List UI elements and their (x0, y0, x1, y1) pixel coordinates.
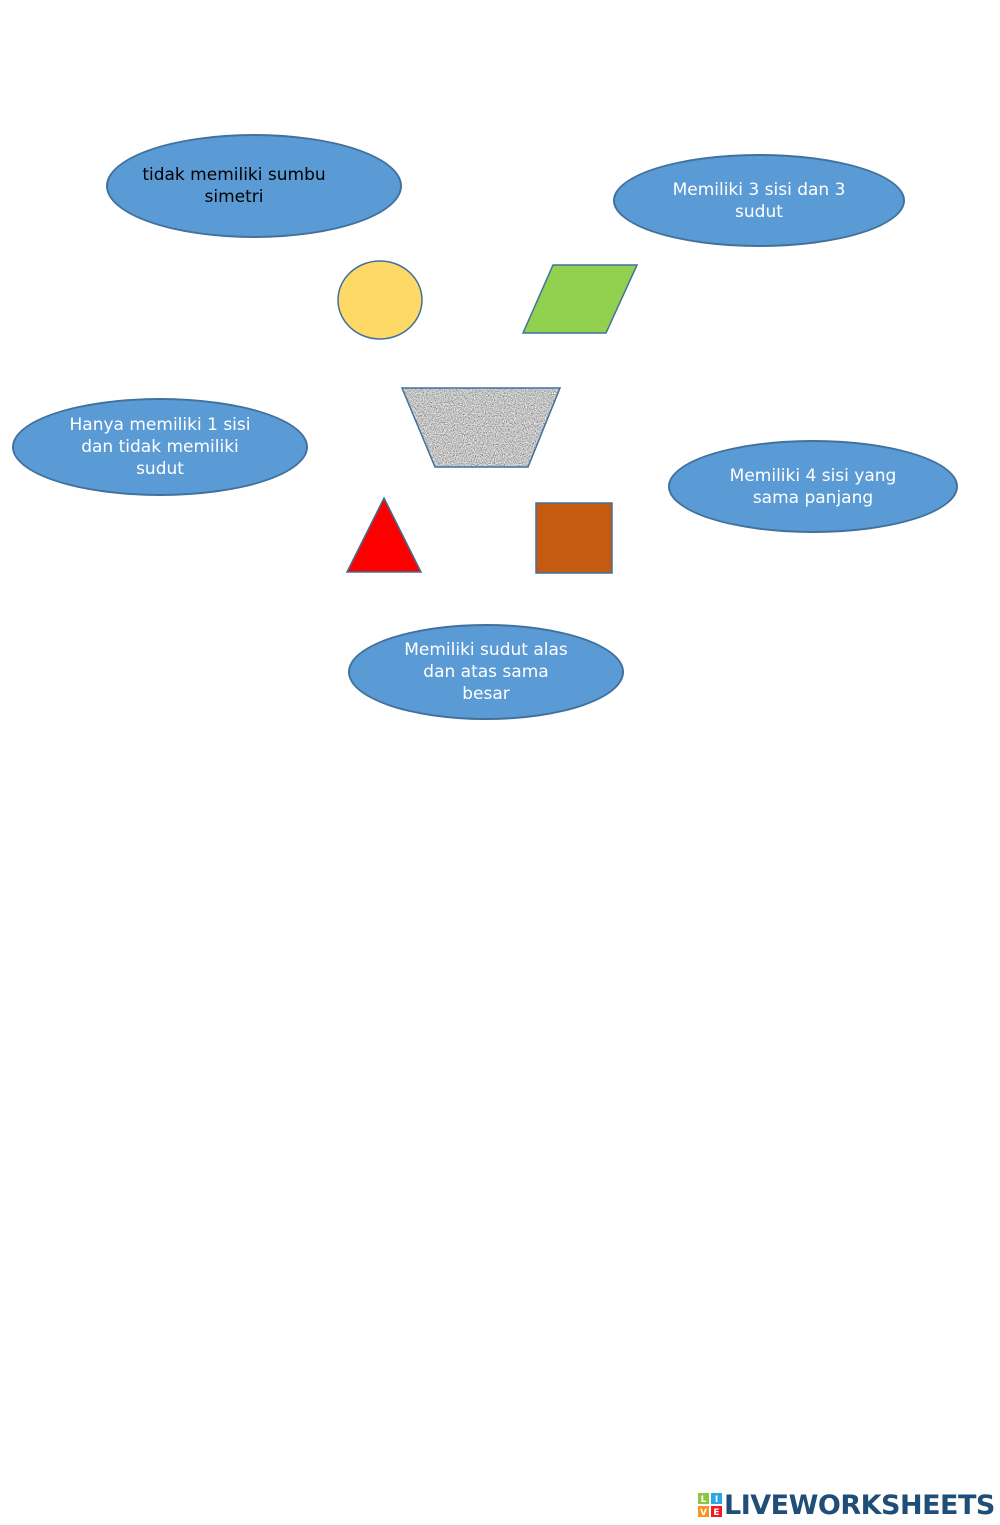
icon-letter-v: V (700, 1508, 707, 1517)
trapezoid-shape[interactable] (400, 386, 562, 470)
liveworksheets-icon: L I V E (698, 1493, 722, 1517)
label-text-no-symmetry: tidak memiliki sumbu simetri (142, 165, 326, 207)
label-bubble-three-sides[interactable]: Memiliki 3 sisi dan 3 sudut (613, 154, 905, 247)
triangle-shape[interactable] (345, 496, 423, 573)
label-bubble-no-symmetry[interactable]: tidak memiliki sumbu simetri (106, 134, 402, 238)
icon-letter-l: L (701, 1495, 707, 1505)
label-bubble-four-equal-sides[interactable]: Memiliki 4 sisi yang sama panjang (668, 440, 958, 533)
liveworksheets-logo: L I V E LIVEWORKSHEETS (698, 1488, 998, 1522)
label-text-one-side: Hanya memiliki 1 sisi dan tidak memiliki… (69, 415, 251, 479)
parallelogram-shape[interactable] (521, 264, 639, 334)
icon-letter-e: E (713, 1508, 719, 1517)
square-shape[interactable] (535, 502, 613, 574)
label-bubble-one-side[interactable]: Hanya memiliki 1 sisi dan tidak memiliki… (12, 398, 308, 496)
label-text-four-equal-sides: Memiliki 4 sisi yang sama panjang (729, 465, 897, 508)
label-text-equal-angles: Memiliki sudut alas dan atas sama besar (404, 640, 568, 704)
circle-shape[interactable] (337, 260, 423, 340)
label-bubble-equal-angles[interactable]: Memiliki sudut alas dan atas sama besar (348, 624, 624, 720)
label-text-three-sides: Memiliki 3 sisi dan 3 sudut (672, 179, 846, 222)
icon-letter-i: I (715, 1495, 718, 1505)
brand-name: LIVEWORKSHEETS (724, 1489, 995, 1521)
